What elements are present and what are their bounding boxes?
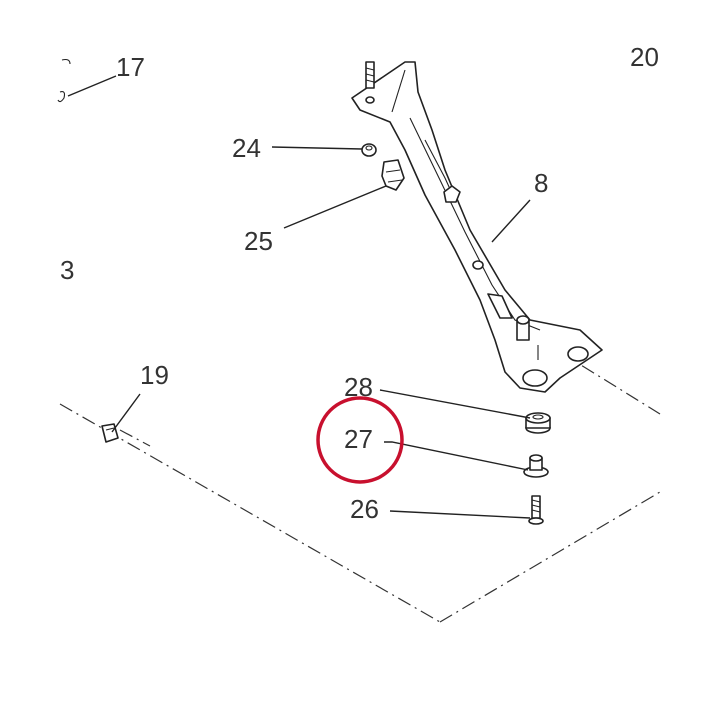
callout-19: 19 xyxy=(140,360,169,390)
callout-20-partial: 20 xyxy=(630,42,659,72)
top-screw xyxy=(365,61,375,104)
callout-26: 26 xyxy=(350,494,379,524)
callout-25: 25 xyxy=(244,226,273,256)
callout-labels: 17 20 24 25 8 3 19 28 27 26 xyxy=(60,42,659,524)
nut-part-24 xyxy=(361,143,377,157)
highlight-circle xyxy=(316,396,404,484)
stand-bracket-part-8 xyxy=(351,61,603,393)
fragment-part-17 xyxy=(57,58,71,103)
spacer-part-27 xyxy=(523,454,549,478)
callout-17: 17 xyxy=(116,52,145,82)
clip-part-25 xyxy=(381,159,405,191)
leader-lines xyxy=(67,75,531,519)
bolt-part-26 xyxy=(528,495,544,525)
grommet-part-28 xyxy=(525,412,551,434)
callout-24: 24 xyxy=(232,133,261,163)
callout-8: 8 xyxy=(534,168,548,198)
callout-27: 27 xyxy=(344,424,373,454)
callout-3: 3 xyxy=(60,255,74,285)
